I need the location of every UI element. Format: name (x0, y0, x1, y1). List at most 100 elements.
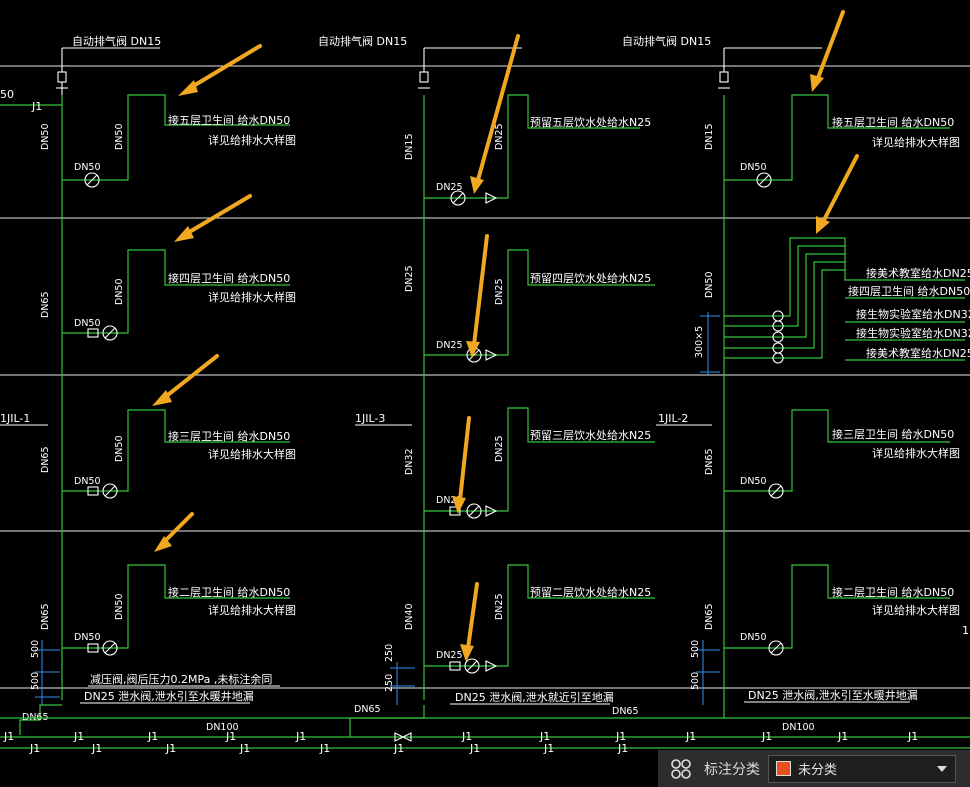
riser-left: 自动排气阀 DN15 50 J1 DN50 DN65 DN65 DN65 DN5… (0, 34, 296, 735)
arrow-3 (810, 10, 845, 92)
chevron-down-icon[interactable] (937, 765, 947, 772)
left-pressure-note: 减压阀,阀后压力0.2MPa ,未标注余同 (90, 672, 272, 686)
svg-text:J1: J1 (31, 100, 42, 113)
svg-text:DN25: DN25 (494, 278, 505, 305)
arrow-6 (816, 154, 859, 234)
svg-text:DN100: DN100 (782, 722, 815, 733)
right-drain-note: DN25 泄水阀,泄水引至水暖井地漏 (748, 688, 918, 702)
riser-middle: 自动排气阀 DN15 DN15 DN25 DN32 DN40 DN25 DN25… (318, 34, 655, 737)
arrow-8 (452, 416, 471, 514)
svg-text:J1: J1 (907, 730, 918, 743)
main-pipes: J1 J1 J1 J1 J1 J1 J1 J1 J1 J1 J1 J1 J1 J… (0, 717, 970, 755)
left-drain-note: DN25 泄水阀,泄水引至水暖井地漏 (84, 689, 254, 703)
svg-text:J1: J1 (295, 730, 306, 743)
svg-text:DN100: DN100 (206, 722, 239, 733)
svg-text:DN32: DN32 (404, 448, 415, 475)
svg-text:DN25: DN25 (436, 182, 463, 193)
arrow-5 (466, 234, 489, 358)
svg-text:DN25: DN25 (404, 265, 415, 292)
arrow-1 (178, 44, 262, 96)
svg-text:DN50: DN50 (74, 476, 101, 487)
category-color-swatch (776, 761, 791, 776)
svg-text:J1: J1 (73, 730, 84, 743)
svg-text:DN50: DN50 (114, 278, 125, 305)
category-select[interactable]: 未分类 (768, 754, 956, 783)
svg-text:J1: J1 (91, 742, 102, 755)
svg-text:DN25: DN25 (494, 123, 505, 150)
right-branch-2-label: 接二层卫生间 给水DN50 (832, 585, 954, 599)
svg-text:J1: J1 (225, 730, 236, 743)
middle-top-valve-label: 自动排气阀 DN15 (318, 34, 407, 48)
left-branch-2-label: 接二层卫生间 给水DN50 (168, 585, 290, 599)
svg-text:J1: J1 (615, 730, 626, 743)
left-branch-4-label: 接四层卫生间 给水DN50 (168, 271, 290, 285)
svg-text:J1: J1 (837, 730, 848, 743)
svg-text:J1: J1 (469, 742, 480, 755)
svg-text:DN50: DN50 (704, 271, 715, 298)
svg-text:详见给排水大样图: 详见给排水大样图 (208, 133, 296, 147)
right-multi-3: 接生物实验室给水DN32 (856, 307, 970, 321)
svg-text:详见给排水大样图: 详见给排水大样图 (208, 447, 296, 461)
middle-drain-note: DN25 泄水阀,泄水就近引至地漏 (455, 690, 614, 704)
svg-text:J1: J1 (543, 742, 554, 755)
riser-right: 自动排气阀 DN15 DN15 DN50 DN65 DN65 DN50 接五层卫… (622, 34, 970, 718)
svg-text:250: 250 (384, 674, 395, 692)
right-multi-2: 接四层卫生间 给水DN50 (848, 284, 970, 298)
svg-text:DN65: DN65 (704, 448, 715, 475)
left-edge-label: 50 (0, 88, 14, 101)
svg-text:DN25: DN25 (494, 593, 505, 620)
left-size-2: DN65 (40, 291, 51, 318)
left-size-1: DN50 (40, 123, 51, 150)
right-top-valve-label: 自动排气阀 DN15 (622, 34, 711, 48)
svg-text:DN65: DN65 (354, 704, 381, 715)
svg-text:DN50: DN50 (74, 632, 101, 643)
svg-text:DN50: DN50 (740, 162, 767, 173)
left-branch-3-label: 接三层卫生间 给水DN50 (168, 429, 290, 443)
svg-text:DN25: DN25 (436, 650, 463, 661)
right-riser-tag: 1JIL-2 (658, 412, 688, 425)
svg-text:DN50: DN50 (114, 435, 125, 462)
svg-text:DN65: DN65 (704, 603, 715, 630)
middle-branch-2-label: 预留二层饮水处给水N25 (530, 586, 651, 599)
svg-text:详见给排水大样图: 详见给排水大样图 (872, 135, 960, 149)
svg-text:DN15: DN15 (404, 133, 415, 160)
grid-icon[interactable] (666, 754, 696, 784)
svg-text:DN50: DN50 (740, 632, 767, 643)
svg-text:500: 500 (690, 672, 701, 690)
svg-text:300×5: 300×5 (694, 326, 705, 358)
svg-text:J1: J1 (147, 730, 158, 743)
right-multi-1: 接美术教室给水DN25 (866, 266, 970, 280)
svg-text:DN25: DN25 (436, 495, 463, 506)
category-select-value: 未分类 (798, 763, 838, 778)
svg-text:详见给排水大样图: 详见给排水大样图 (208, 290, 296, 304)
svg-text:500: 500 (30, 672, 41, 690)
svg-text:J1: J1 (461, 730, 472, 743)
left-branch-5-label: 接五层卫生间 给水DN50 (168, 113, 290, 127)
left-size-3: DN65 (40, 446, 51, 473)
svg-text:DN65: DN65 (612, 706, 639, 717)
right-multi-5: 接美术教室给水DN25 (866, 346, 970, 360)
arrow-9 (154, 512, 194, 552)
floor-lines (0, 65, 970, 689)
svg-text:J1: J1 (165, 742, 176, 755)
svg-text:DN50: DN50 (114, 593, 125, 620)
svg-text:DN25: DN25 (436, 340, 463, 351)
svg-text:DN15: DN15 (704, 123, 715, 150)
svg-text:DN40: DN40 (404, 603, 415, 630)
svg-text:J1: J1 (685, 730, 696, 743)
svg-text:1: 1 (962, 624, 969, 637)
svg-text:J1: J1 (3, 730, 14, 743)
svg-text:250: 250 (384, 644, 395, 662)
svg-text:J1: J1 (761, 730, 772, 743)
svg-text:J1: J1 (239, 742, 250, 755)
arrow-4 (174, 194, 252, 242)
right-multi-branch: 接美术教室给水DN25 接四层卫生间 给水DN50 接生物实验室给水DN32 接… (694, 237, 970, 375)
annotation-category-label: 标注分类 (704, 761, 760, 778)
svg-text:500: 500 (690, 640, 701, 658)
arrow-10 (460, 582, 479, 662)
svg-text:500: 500 (30, 640, 41, 658)
arrow-2 (470, 34, 520, 194)
arrow-7 (152, 354, 219, 406)
svg-text:详见给排水大样图: 详见给排水大样图 (872, 446, 960, 460)
